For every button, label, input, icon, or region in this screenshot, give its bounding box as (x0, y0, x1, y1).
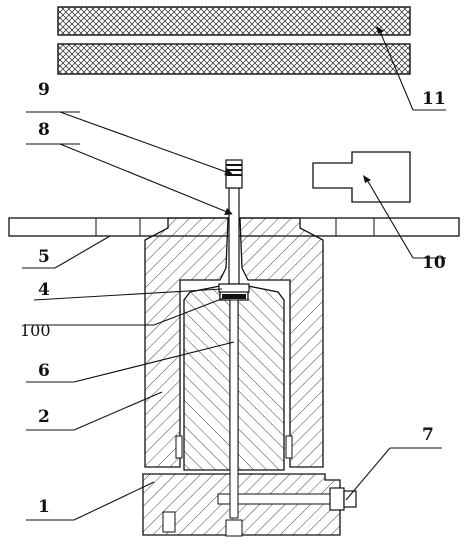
part-10-sensor (312, 151, 411, 203)
arrowhead-11 (376, 26, 384, 34)
label-11: 11 (422, 89, 446, 109)
part-7-fitting (329, 487, 357, 511)
label-100: 100 (20, 321, 51, 340)
part-8-tube (228, 187, 240, 285)
label-1: 1 (38, 497, 50, 517)
label-9: 9 (38, 80, 50, 100)
label-7: 7 (422, 425, 434, 445)
part-4-component (218, 283, 250, 293)
leader-lines (22, 28, 446, 521)
lower-plate (57, 43, 411, 75)
label-8: 8 (38, 120, 50, 140)
label-6: 6 (38, 361, 50, 381)
label-2: 2 (38, 407, 50, 427)
part-2-housing (144, 217, 324, 468)
part-100-seal (222, 294, 246, 299)
upper-plate (57, 6, 411, 36)
part-9-spring (225, 159, 243, 189)
label-5: 5 (38, 247, 50, 267)
central-rod (229, 299, 239, 519)
label-4: 4 (38, 280, 50, 300)
part-11-plates (57, 6, 411, 75)
part-6-core (183, 285, 285, 471)
arrowhead-10 (363, 175, 371, 183)
label-10: 10 (422, 253, 446, 273)
part-1-base (142, 473, 341, 537)
